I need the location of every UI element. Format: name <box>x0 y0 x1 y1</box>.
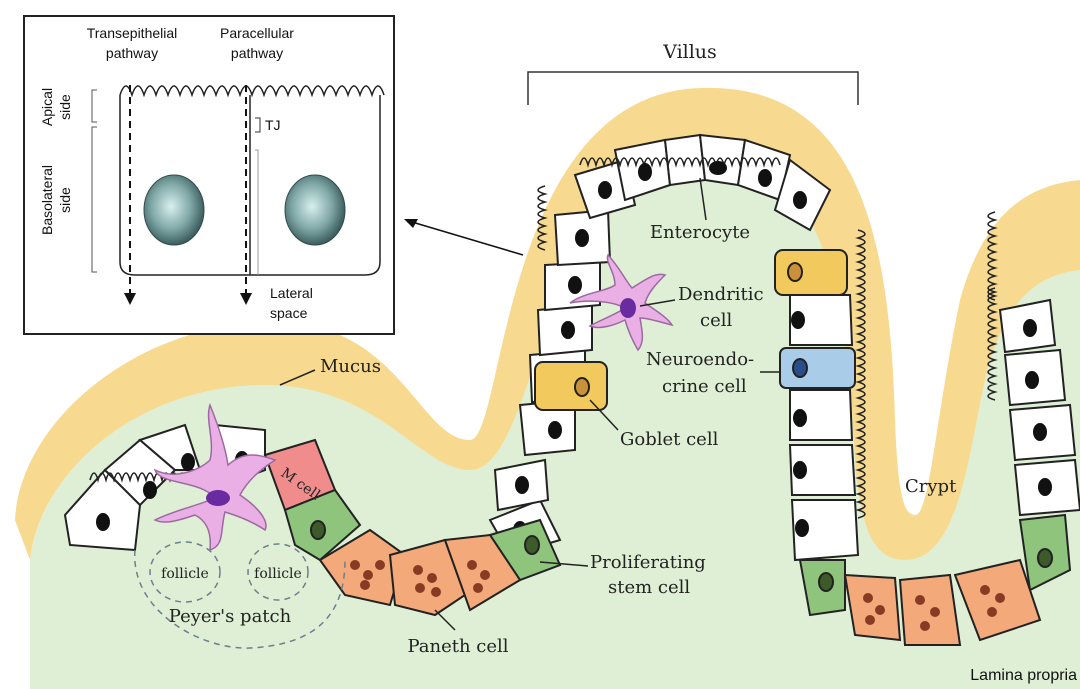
zoom-arrow <box>404 219 523 255</box>
crypt-label: Crypt <box>905 476 957 497</box>
inset-nucleus-right <box>285 175 345 245</box>
basolateral-label-1: Basolateral <box>39 165 55 235</box>
enterocyte-label: Enterocyte <box>650 222 750 243</box>
paracellular-label-2: pathway <box>231 45 283 61</box>
follicle-left-label: follicle <box>161 566 209 582</box>
inset-nucleus-left <box>144 175 204 245</box>
dendritic-label-1: Dendritic <box>678 284 764 305</box>
apical-label-1: Apical <box>39 88 55 126</box>
goblet-label: Goblet cell <box>620 429 719 450</box>
neuroendocrine-label-2: crine cell <box>662 376 747 397</box>
basolateral-label-2: side <box>57 187 73 213</box>
transepithelial-label-2: pathway <box>106 45 158 61</box>
paracellular-label-1: Paracellular <box>220 25 294 41</box>
neuroendocrine-cell <box>780 348 855 388</box>
peyers-patch-label: Peyer's patch <box>169 606 292 627</box>
paneth-label: Paneth cell <box>407 636 508 657</box>
tj-label: TJ <box>265 117 281 133</box>
villus-label: Villus <box>662 41 717 63</box>
follicle-right-label: follicle <box>254 566 302 582</box>
dendritic-label-2: cell <box>700 310 732 331</box>
transepithelial-label-1: Transepithelial <box>87 25 178 41</box>
proliferating-label-2: stem cell <box>608 577 690 598</box>
mucus-label: Mucus <box>320 356 381 377</box>
lateral-space-label-1: Lateral <box>270 285 313 301</box>
neuroendocrine-label-1: Neuroendo- <box>646 349 754 370</box>
inset-panel <box>24 16 394 334</box>
apical-label-2: side <box>57 94 73 120</box>
lamina-propria-label: Lamina propria <box>970 667 1077 684</box>
lateral-space-label-2: space <box>270 305 308 321</box>
proliferating-label-1: Proliferating <box>590 552 706 573</box>
